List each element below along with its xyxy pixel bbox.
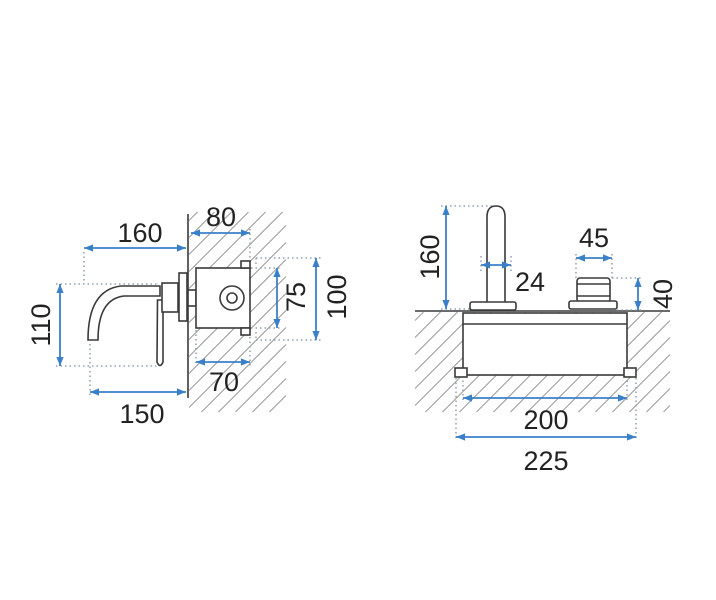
dimension-label: 110 (26, 303, 56, 346)
box-tab-right (623, 367, 637, 378)
valve-inner-circle (226, 292, 238, 304)
dimension-arrowhead (241, 358, 250, 366)
front-view: 160 24 45 40 200 225 (414, 205, 678, 476)
dimension-handle-horizontal: 45 (576, 223, 612, 262)
dimension-label: 70 (209, 367, 239, 397)
dimension-spout-vertical: 160 (415, 206, 450, 309)
dimension-arrowhead (463, 394, 472, 402)
dimension-arrowhead (177, 388, 186, 396)
dimension-label: 80 (206, 202, 236, 232)
dimension-arrowhead (56, 357, 64, 366)
dimension-overall-horizontal: 225 (456, 433, 636, 476)
dimension-box-horizontal: 200 (463, 394, 627, 435)
dimension-upper-left: 160 (84, 218, 186, 252)
dimension-arrowhead (627, 433, 636, 441)
dimension-outer-vertical: 100 (312, 258, 352, 340)
concealed-box (462, 312, 628, 376)
dimension-arrowhead (442, 300, 450, 309)
dimension-upper-right: 80 (191, 202, 250, 237)
hatch-line (663, 405, 671, 413)
hatch-line (188, 211, 249, 272)
box-tab-left (454, 367, 468, 378)
hatch-line (201, 327, 287, 413)
dimension-arrowhead (177, 244, 186, 252)
dimension-arrowhead (634, 301, 642, 310)
dimension-label: 150 (119, 399, 164, 429)
handle-base (568, 300, 618, 310)
lever-handle (156, 299, 164, 367)
dimension-lower-right: 70 (196, 358, 250, 397)
hatch-line (188, 293, 287, 391)
dimension-label: 225 (523, 446, 568, 476)
dimension-arrowhead (456, 433, 465, 441)
dimension-arrowhead (196, 358, 205, 366)
dimension-label: 45 (579, 223, 609, 253)
dimension-arrowhead (56, 284, 64, 293)
dimension-label: 160 (415, 234, 445, 279)
dimension-label: 160 (117, 218, 162, 248)
dimension-handle-vertical: 40 (634, 278, 678, 310)
dimension-lower-left: 150 (90, 388, 186, 429)
dimension-arrowhead (634, 278, 642, 287)
wall-plate (178, 272, 188, 322)
dimension-inner-vertical: 75 (273, 268, 311, 328)
dimension-arrowhead (312, 258, 320, 267)
spout-base (469, 301, 517, 311)
hatch-line (235, 361, 287, 413)
hatch-line (612, 354, 671, 413)
dimension-arrowhead (273, 268, 281, 277)
dimension-label: 40 (648, 279, 678, 309)
spout-tube (486, 205, 506, 304)
hatch-line (646, 388, 671, 413)
hatch-line (414, 311, 458, 355)
dimension-label: 75 (281, 282, 311, 312)
spout (87, 285, 161, 341)
dimension-arrowhead (618, 394, 627, 402)
dimension-arrowhead (90, 388, 99, 396)
hatch-line (188, 310, 287, 408)
dimension-arrowhead (312, 331, 320, 340)
handle-hub (161, 282, 179, 313)
dimension-arrowhead (442, 206, 450, 215)
hatch-line (414, 311, 424, 321)
dimension-arrowhead (84, 244, 93, 252)
box-tab-top (240, 260, 251, 269)
dimension-arrowhead (481, 261, 490, 269)
dimension-arrowhead (603, 254, 612, 262)
dimension-left-vertical: 110 (26, 284, 64, 366)
dimension-arrowhead (191, 229, 200, 237)
box-tab-bottom (240, 327, 251, 336)
dimension-arrowhead (502, 261, 511, 269)
dimension-spout-horizontal: 24 (481, 261, 545, 297)
handle-knob (576, 277, 611, 303)
dimension-arrowhead (241, 229, 250, 237)
dimension-arrowhead (576, 254, 585, 262)
hatch-line (414, 311, 441, 338)
wall-connector (187, 289, 197, 307)
hatch-line (188, 211, 198, 221)
side-view: 160 80 110 75 100 70 150 (26, 202, 352, 429)
dimension-label: 200 (523, 405, 568, 435)
dimension-label: 100 (322, 274, 352, 319)
hatch-line (252, 378, 287, 413)
hatch-line (218, 344, 287, 413)
dimension-arrowhead (273, 319, 281, 328)
extension-lines (56, 229, 321, 396)
hatch-line (269, 395, 287, 413)
dimension-label: 24 (515, 267, 545, 297)
